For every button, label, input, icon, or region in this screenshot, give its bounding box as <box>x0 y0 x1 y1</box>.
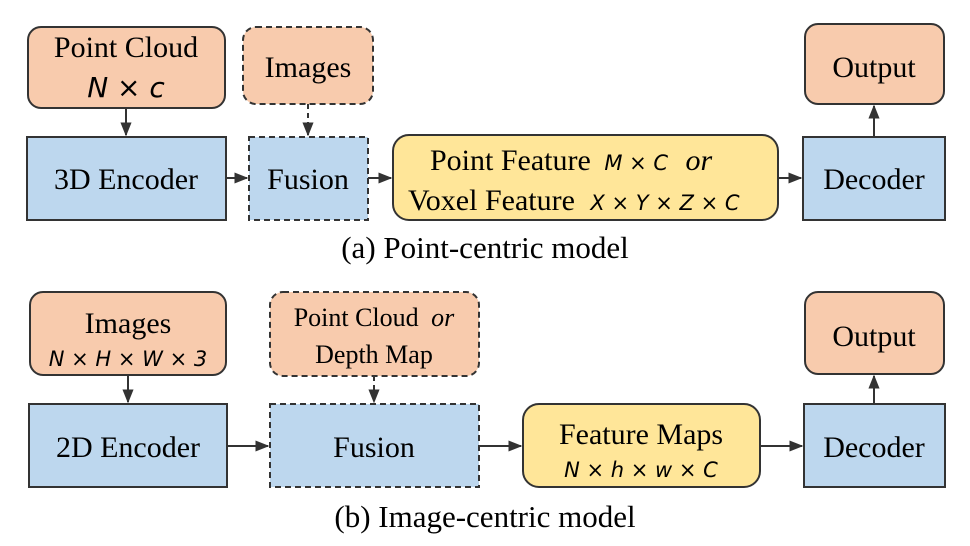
output-box-bottom: Output <box>804 291 945 375</box>
point-cloud-label: Point Cloud <box>54 31 198 64</box>
images-label: Images <box>265 51 352 84</box>
2d-encoder-label: 2D Encoder <box>56 431 200 464</box>
caption-image-centric: (b) Image-centric model <box>334 499 635 534</box>
feature-maps-box: Feature Maps N × h × w × C <box>522 403 761 488</box>
fusion-box-top: Fusion <box>248 136 369 221</box>
point-feature-line: Point Feature M × C or <box>430 144 713 177</box>
point-cloud-input-box: Point Cloud N × c <box>27 26 226 109</box>
feature-maps-dims: N × h × w × C <box>564 458 718 482</box>
pointcloud-label-bottom: Point Cloud <box>294 303 419 332</box>
images-input-box-bottom: Images N × H × W × 3 <box>29 291 227 376</box>
decoder-box-bottom: Decoder <box>803 403 946 488</box>
point-centric-diagram: Point Cloud N × c Images 3D Encoder Fusi… <box>26 23 946 265</box>
3d-encoder-box: 3D Encoder <box>26 136 227 221</box>
decoder-box-top: Decoder <box>802 136 946 221</box>
point-cloud-dims: N × c <box>87 71 165 104</box>
output-box-top: Output <box>804 23 945 105</box>
images-label-bottom: Images <box>85 307 172 340</box>
fusion-label-bottom: Fusion <box>333 431 415 464</box>
point-feature-dims: M × C <box>604 151 668 175</box>
images-dims-bottom: N × H × W × 3 <box>49 347 207 371</box>
voxel-feature-line: Voxel Feature X × Y × Z × C <box>408 184 740 217</box>
2d-encoder-box: 2D Encoder <box>28 403 228 488</box>
point-feature-label: Point Feature <box>430 144 591 177</box>
pointcloud-depth-line1: Point Cloud or <box>294 303 455 332</box>
decoder-label-bottom: Decoder <box>823 431 925 464</box>
point-voxel-feature-box: Point Feature M × C or Voxel Feature X ×… <box>392 134 779 221</box>
feature-or: or <box>686 144 713 177</box>
image-centric-diagram: Images N × H × W × 3 Point Cloud or Dept… <box>28 291 946 534</box>
output-label-bottom: Output <box>832 320 916 353</box>
fusion-label-top: Fusion <box>267 163 349 196</box>
caption-point-centric: (a) Point-centric model <box>341 230 629 265</box>
pointcloud-depth-input-box: Point Cloud or Depth Map <box>269 291 480 377</box>
images-input-box: Images <box>242 26 374 105</box>
fusion-box-bottom: Fusion <box>269 403 480 488</box>
pointcloud-or: or <box>431 303 455 332</box>
3d-encoder-label: 3D Encoder <box>54 163 198 196</box>
voxel-feature-label: Voxel Feature <box>408 184 575 217</box>
decoder-label-top: Decoder <box>823 163 925 196</box>
voxel-feature-dims: X × Y × Z × C <box>589 191 739 215</box>
feature-maps-label: Feature Maps <box>559 418 723 451</box>
output-label-top: Output <box>832 51 916 84</box>
depth-map-label: Depth Map <box>315 340 433 369</box>
